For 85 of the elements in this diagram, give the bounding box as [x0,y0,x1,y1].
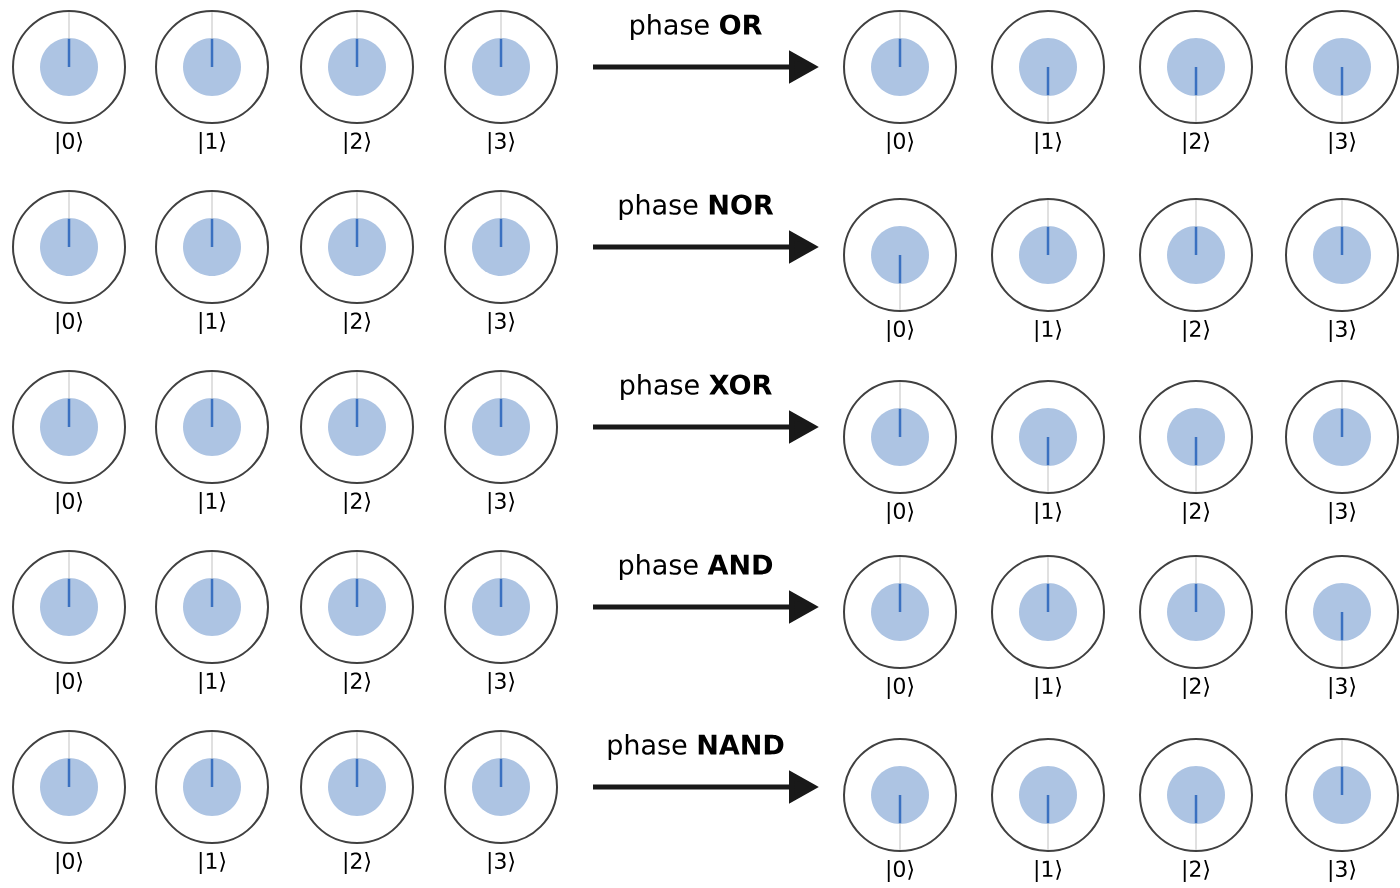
ket-label: |2⟩ [1183,320,1210,342]
ket-label: |0⟩ [56,852,83,874]
phase-circle [1139,10,1253,124]
ket-label: |2⟩ [1183,677,1210,699]
ket-label: |2⟩ [1183,502,1210,524]
phase-circle [155,10,269,124]
phase-circle [12,730,126,844]
ket-label: |0⟩ [56,672,83,694]
phase-circle [843,380,957,494]
ket-label: |1⟩ [199,492,226,514]
ket-label: |3⟩ [1329,502,1356,524]
ket-label: |3⟩ [488,132,515,154]
ket-label: |1⟩ [199,312,226,334]
phase-circle [991,198,1105,312]
ket-label: |1⟩ [1035,502,1062,524]
ket-label: |0⟩ [56,312,83,334]
edge-label: phase NOR [619,193,774,221]
edge-label: phase OR [631,13,762,41]
phase-circle [843,738,957,852]
ket-label: |0⟩ [56,132,83,154]
phase-circle [1285,555,1399,669]
ket-label: |2⟩ [344,312,371,334]
ket-label: |1⟩ [1035,677,1062,699]
ket-label: |2⟩ [344,132,371,154]
phase-circle [155,550,269,664]
ket-label: |0⟩ [887,320,914,342]
phase-circle [300,550,414,664]
ket-label: |2⟩ [344,852,371,874]
phase-circle [12,10,126,124]
phase-circle [1285,198,1399,312]
phase-circle [991,738,1105,852]
phase-circle [155,730,269,844]
phase-circle [843,10,957,124]
ket-label: |3⟩ [488,492,515,514]
phase-circle [300,10,414,124]
edge-label: phase NAND [608,733,784,761]
phase-circle [155,370,269,484]
ket-label: |1⟩ [199,852,226,874]
ket-label: |0⟩ [56,492,83,514]
phase-circle [1139,198,1253,312]
phase-circle [12,370,126,484]
ket-label: |1⟩ [1035,320,1062,342]
ket-label: |2⟩ [344,492,371,514]
ket-label: |1⟩ [199,132,226,154]
phase-circle [1139,738,1253,852]
phase-circle [444,370,558,484]
ket-label: |3⟩ [1329,132,1356,154]
phase-circle [300,730,414,844]
ket-label: |1⟩ [1035,132,1062,154]
phase-circle [843,555,957,669]
phase-circle [300,370,414,484]
ket-label: |3⟩ [488,672,515,694]
ket-label: |0⟩ [887,860,914,882]
phase-circle [300,190,414,304]
ket-label: |2⟩ [344,672,371,694]
ket-label: |3⟩ [1329,320,1356,342]
phase-circle [1139,380,1253,494]
phase-circle [12,550,126,664]
ket-label: |0⟩ [887,502,914,524]
ket-label: |3⟩ [1329,677,1356,699]
ket-label: |2⟩ [1183,132,1210,154]
phase-circle [444,10,558,124]
phase-circle [1285,10,1399,124]
phase-circle [991,380,1105,494]
ket-label: |3⟩ [488,312,515,334]
phase-circle [843,198,957,312]
phase-circle [1285,380,1399,494]
phase-circle [444,730,558,844]
ket-label: |2⟩ [1183,860,1210,882]
phase-circle [991,555,1105,669]
ket-label: |1⟩ [199,672,226,694]
edge-label: phase AND [619,553,773,581]
phase-circle [444,550,558,664]
phase-circle [1139,555,1253,669]
ket-label: |3⟩ [1329,860,1356,882]
ket-label: |1⟩ [1035,860,1062,882]
phase-circle [12,190,126,304]
phase-circle [991,10,1105,124]
ket-label: |3⟩ [488,852,515,874]
edge-label: phase XOR [621,373,772,401]
phase-circle [1285,738,1399,852]
phase-circle [444,190,558,304]
ket-label: |0⟩ [887,677,914,699]
phase-circle [155,190,269,304]
ket-label: |0⟩ [887,132,914,154]
